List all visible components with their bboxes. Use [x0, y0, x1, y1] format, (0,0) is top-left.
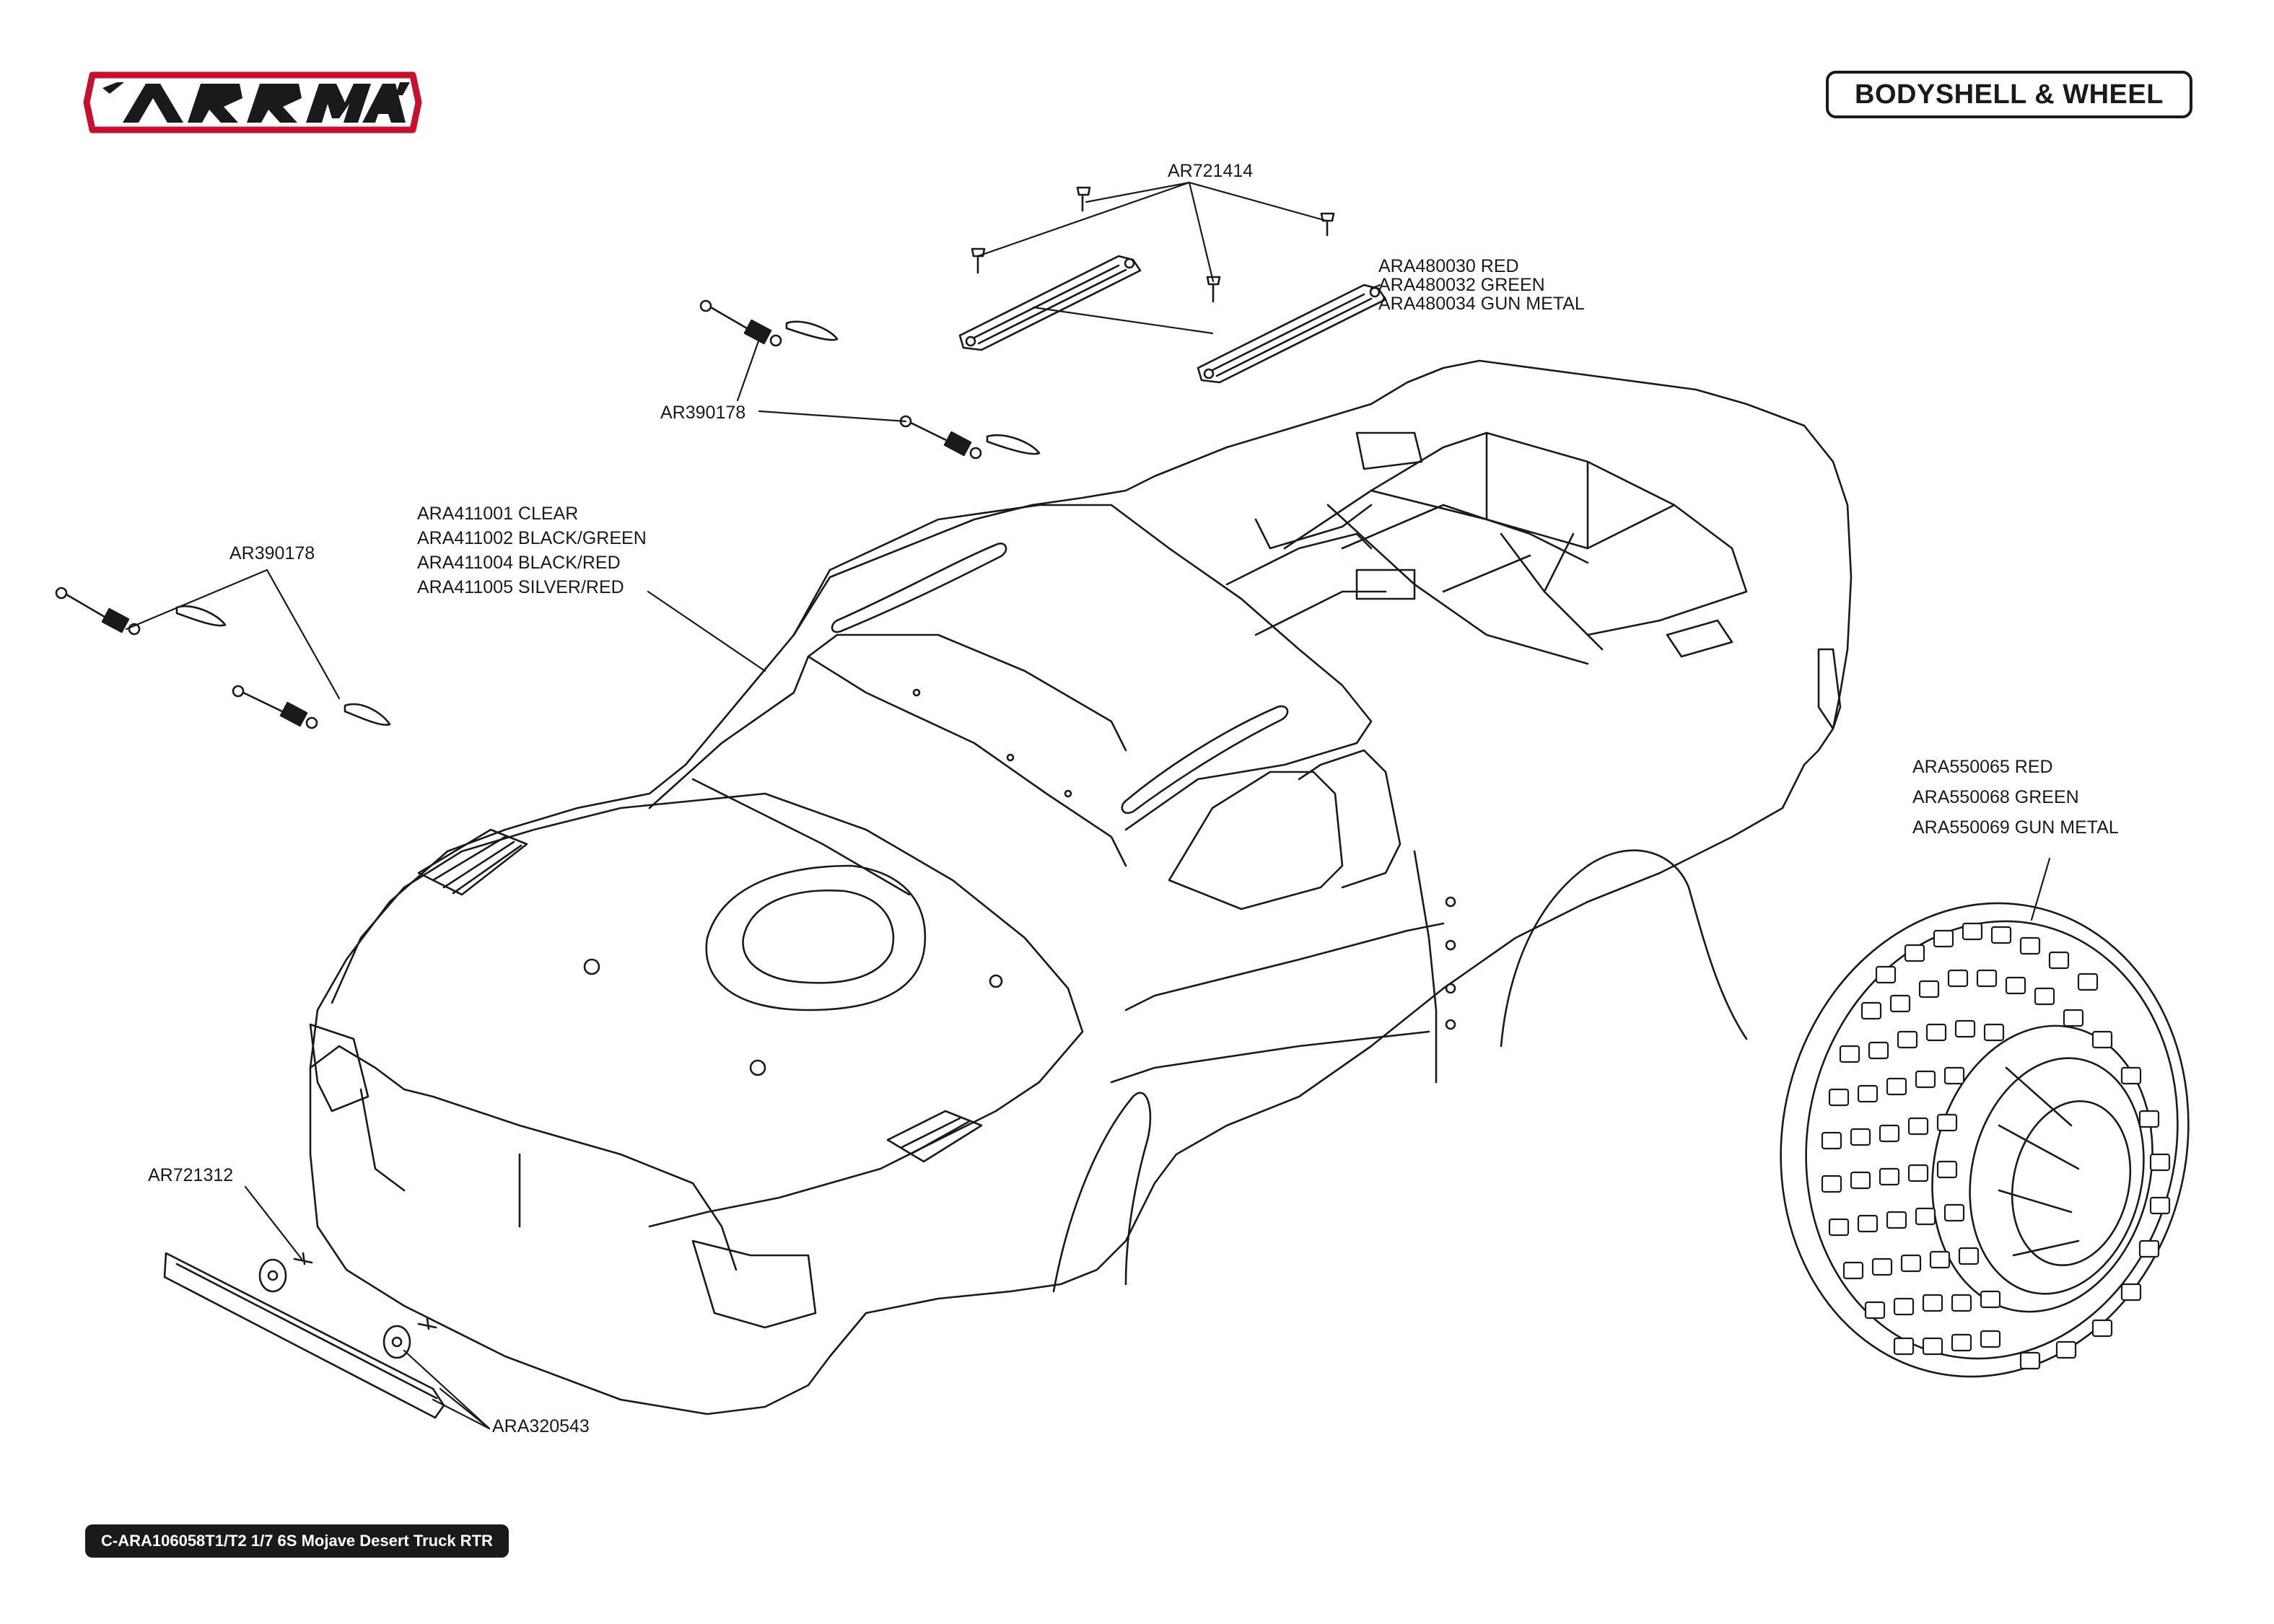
callout-line: AR390178 — [229, 543, 315, 563]
callout-wheel: ARA550065 RED ARA550068 GREEN ARA550069 … — [1912, 752, 2119, 843]
callout-line: ARA411004 BLACK/RED — [417, 553, 621, 573]
body-clips-center-drawing — [699, 299, 1041, 460]
screws-drawing — [971, 186, 1335, 303]
callout-line: ARA550068 GREEN — [1912, 787, 2079, 807]
leader-lines — [125, 181, 2051, 1430]
callout-body-clips-center: AR390178 — [660, 400, 745, 425]
arrma-logo — [83, 71, 422, 133]
callout-body-clips-left: AR390178 — [229, 541, 315, 566]
bumper-drawing — [163, 1252, 445, 1419]
callout-line: AR390178 — [660, 403, 746, 423]
callout-bodyshell: ARA411001 CLEAR ARA411002 BLACK/GREEN AR… — [417, 501, 647, 600]
body-clips-left-drawing — [55, 587, 391, 729]
callout-line: AR721312 — [148, 1165, 234, 1185]
bodyshell-drawing — [309, 359, 1853, 1415]
callout-bumper-screw: AR721312 — [148, 1163, 233, 1188]
callout-line: AR721414 — [1168, 161, 1254, 181]
callout-line: ARA550065 RED — [1912, 757, 2053, 777]
callout-bumper: ARA320543 — [492, 1414, 590, 1439]
wheel-drawing — [1780, 902, 2190, 1378]
callout-line: ARA480032 GREEN — [1378, 275, 1545, 295]
product-code-badge: C-ARA106058T1/T2 1/7 6S Mojave Desert Tr… — [85, 1524, 509, 1558]
callout-line: ARA411001 CLEAR — [417, 504, 579, 524]
callout-line: ARA320543 — [492, 1416, 590, 1436]
callout-line: ARA411005 SILVER/RED — [417, 577, 624, 597]
callout-wing-buttons: ARA480030 RED ARA480032 GREEN ARA480034 … — [1378, 254, 1585, 316]
section-title: BODYSHELL & WHEEL — [1826, 71, 2192, 118]
callout-line: ARA550069 GUN METAL — [1912, 817, 2119, 838]
callout-line: ARA411002 BLACK/GREEN — [417, 528, 647, 548]
callout-line: ARA480034 GUN METAL — [1378, 294, 1585, 314]
callout-screws-top: AR721414 — [1168, 159, 1253, 183]
callout-line: ARA480030 RED — [1378, 256, 1519, 276]
wing-buttons-drawing — [958, 255, 1387, 384]
